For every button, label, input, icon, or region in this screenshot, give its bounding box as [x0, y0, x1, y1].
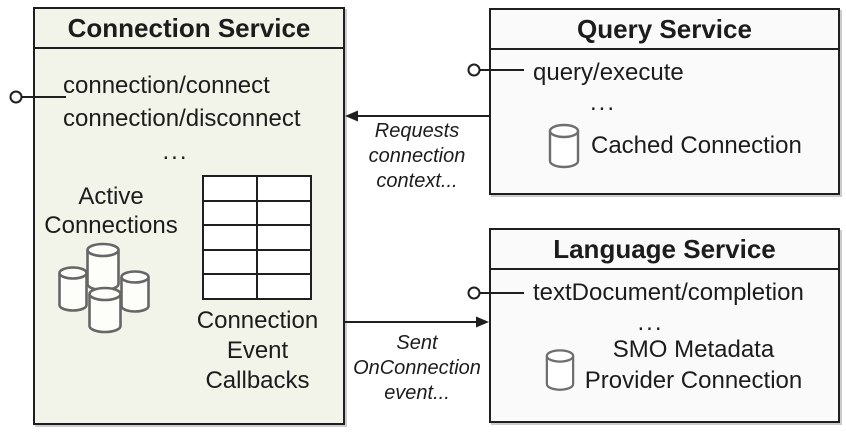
- connection-service-title: Connection Service: [35, 9, 343, 49]
- method-textdocument-completion: textDocument/completion: [533, 279, 804, 306]
- store-label-line2: Provider Connection: [584, 367, 803, 394]
- method-query-execute: query/execute: [533, 59, 684, 86]
- connection-service-methods: connection/connect connection/disconnect…: [63, 69, 301, 168]
- active-connections-line1: Active: [78, 183, 144, 210]
- ellipsis-label: ...: [637, 309, 664, 336]
- database-icon: [548, 123, 580, 169]
- language-service-box: Language Service textDocument/completion…: [489, 228, 840, 423]
- ellipsis-label: ...: [589, 89, 616, 116]
- connection-event-callbacks-label: Connection Event Callbacks: [175, 306, 340, 396]
- requests-label-line1: Requests: [374, 120, 460, 142]
- language-service-methods: textDocument/completion ...: [533, 278, 804, 338]
- cached-connection-label: Cached Connection: [591, 132, 802, 159]
- callbacks-line3: Callbacks: [205, 367, 310, 394]
- sent-label-line2: OnConnection: [353, 357, 481, 379]
- query-service-methods: query/execute ...: [533, 58, 684, 118]
- sent-onconnection-arrow: [344, 316, 489, 328]
- query-interface-lollipop-icon: [467, 63, 524, 77]
- requests-label-line3: context...: [376, 170, 458, 192]
- callbacks-line2: Event: [226, 337, 289, 364]
- method-connection-disconnect: connection/disconnect: [63, 105, 301, 132]
- smo-metadata-provider-label: SMO Metadata Provider Connection: [581, 334, 806, 396]
- sent-label-line1: Sent: [396, 332, 438, 354]
- query-service-title: Query Service: [491, 10, 838, 50]
- language-service-title: Language Service: [491, 230, 838, 270]
- callback-table-icon: [202, 175, 312, 300]
- store-label-line1: SMO Metadata: [612, 336, 775, 363]
- method-connection-connect: connection/connect: [63, 72, 270, 99]
- language-interface-lollipop-icon: [467, 286, 524, 300]
- callbacks-line1: Connection: [196, 307, 319, 334]
- requests-connection-arrow: [345, 110, 490, 122]
- active-connections-label: Active Connections: [35, 182, 187, 240]
- database-icon: [545, 349, 575, 391]
- active-connections-line2: Connections: [44, 212, 178, 239]
- ellipsis-label: ...: [162, 138, 189, 165]
- connection-service-box: Connection Service connection/connect co…: [33, 7, 345, 425]
- query-service-box: Query Service query/execute ... Cached C…: [489, 8, 840, 195]
- connection-interface-lollipop-icon: [9, 90, 66, 104]
- requests-label-line2: connection: [368, 145, 466, 167]
- database-cluster-icon: [58, 242, 150, 334]
- requests-connection-context-label: Requests connection context...: [351, 119, 483, 194]
- sent-onconnection-event-label: Sent OnConnection event...: [351, 331, 483, 406]
- sent-label-line3: event...: [384, 382, 450, 404]
